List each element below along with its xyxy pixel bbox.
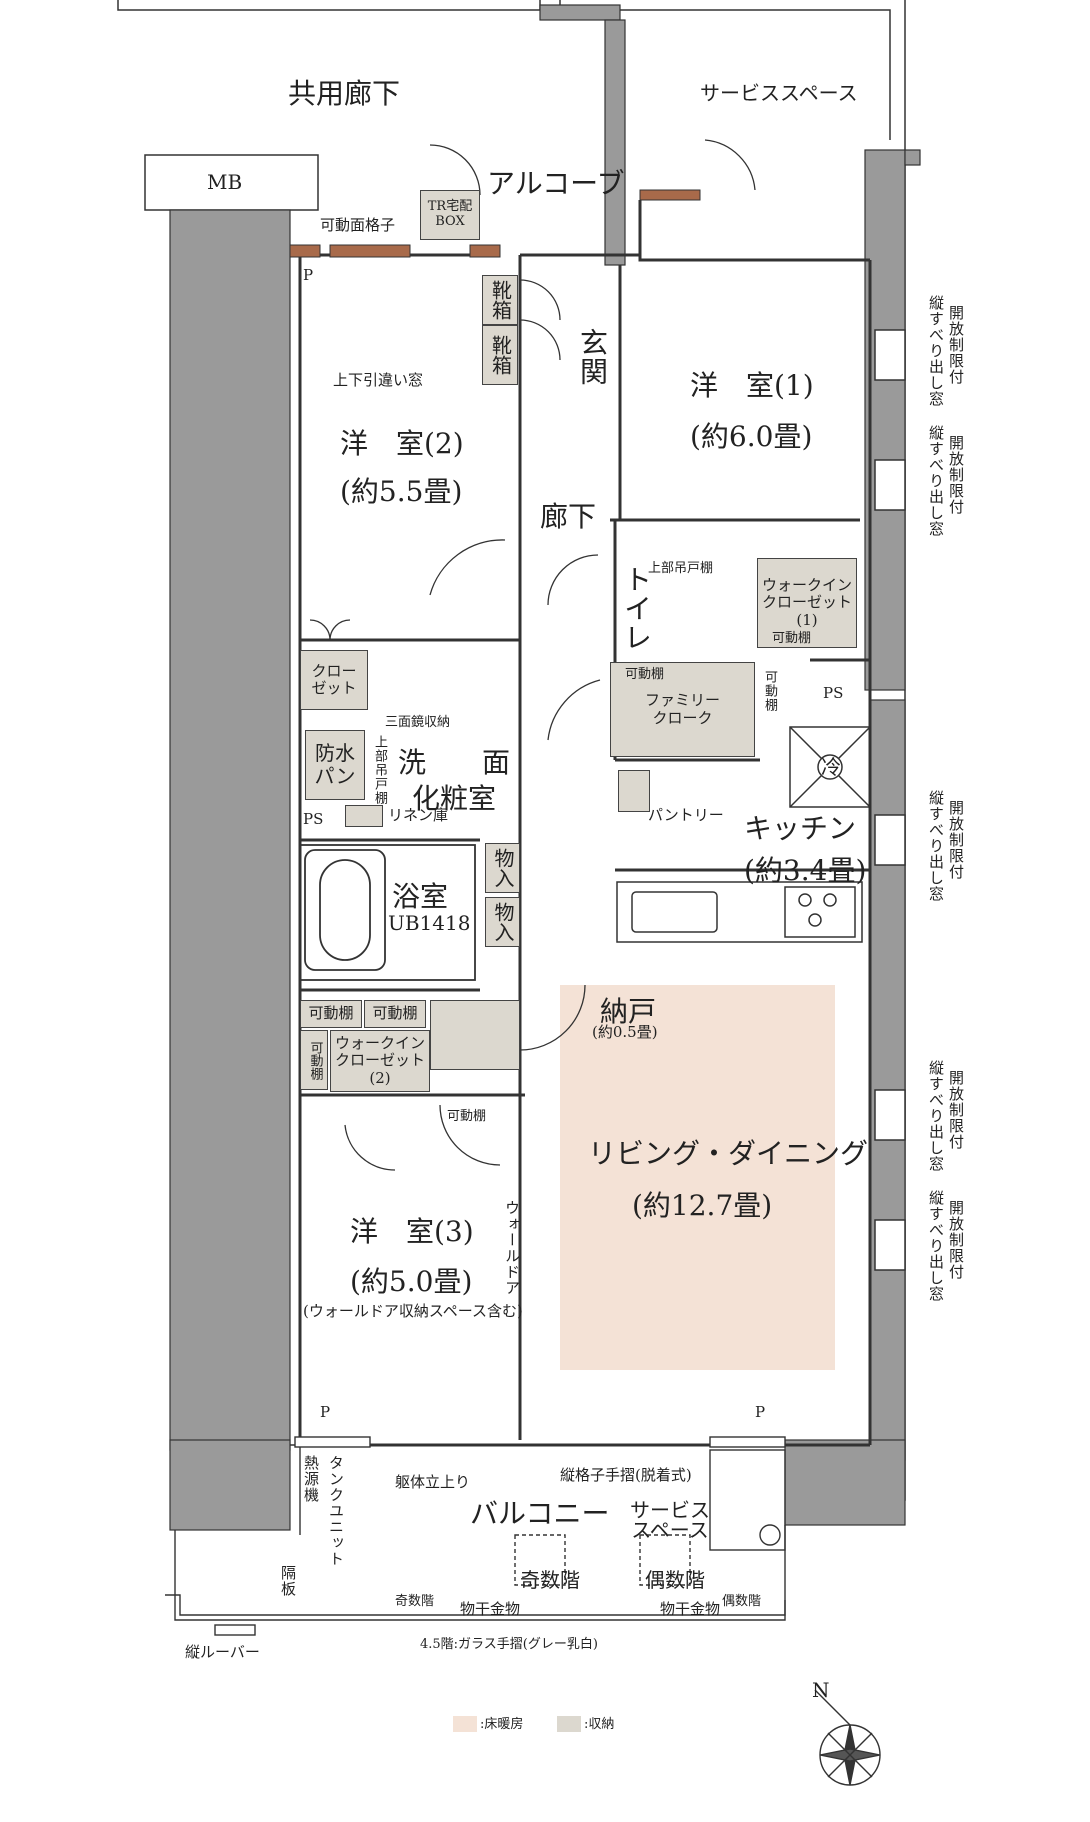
- window-open-4: 開放制限付: [947, 1070, 965, 1150]
- glass-rail-label: 4.5階:ガラス手摺(グレー乳白): [420, 1637, 598, 1652]
- storeroom-box: [430, 1000, 520, 1070]
- fridge-label: 冷: [821, 755, 841, 779]
- compass-icon: [814, 1689, 881, 1786]
- window-vert-5: 縦すべり出し窓: [927, 1190, 945, 1302]
- window-vert-1: 縦すべり出し窓: [927, 295, 945, 407]
- waterproof-pan: 防水 パン: [305, 730, 365, 800]
- washroom-label: 洗 面 化粧室: [398, 746, 511, 816]
- ps2-label: PS: [823, 684, 844, 702]
- p-label-0: P: [303, 266, 314, 284]
- legend-heating-swatch: [453, 1716, 477, 1732]
- mb-label: MB: [207, 170, 243, 194]
- vertical-rail-label: 縦格子手摺(脱着式): [560, 1466, 692, 1484]
- clothes-dryer-2: 物干金物: [660, 1600, 721, 1618]
- p-label-2: P: [755, 1403, 766, 1421]
- odd-floor-label: 奇数階: [520, 1568, 580, 1592]
- triple-mirror-label: 三面鏡収納: [385, 715, 451, 730]
- window-open-2: 開放制限付: [947, 435, 965, 515]
- movable-shelf-fc-v-label: 可動棚: [762, 670, 777, 712]
- storage-2: 物入: [485, 897, 520, 947]
- alcove-label: アルコーブ: [487, 167, 625, 200]
- service-space-bal-label: サービス スペース: [630, 1498, 710, 1542]
- legend-storage-label: :収納: [584, 1717, 615, 1732]
- bath-unit-label: UB1418: [388, 911, 471, 935]
- movable-shelf-b: 可動棚: [364, 1000, 426, 1028]
- walk-in-closet-1: ウォークイン クローゼット(1): [757, 558, 857, 648]
- room3-size: (約5.0畳): [350, 1265, 473, 1298]
- window-vert-3: 縦すべり出し窓: [927, 790, 945, 902]
- movable-shelf-fc-label: 可動棚: [625, 667, 665, 682]
- linen-label: リネン庫: [388, 806, 449, 824]
- window-vert-4: 縦すべり出し窓: [927, 1060, 945, 1172]
- room1-size: (約6.0畳): [690, 420, 813, 453]
- living-size: (約12.7畳): [632, 1189, 773, 1222]
- even-floor-label: 偶数階: [645, 1568, 705, 1592]
- window-vert-2: 縦すべり出し窓: [927, 425, 945, 537]
- movable-shelf-a: 可動棚: [300, 1000, 362, 1028]
- partition-label: 隔板: [279, 1565, 297, 1597]
- storeroom-size: (約0.5畳): [592, 1023, 658, 1041]
- frame-riser-label: 躯体立上り: [395, 1473, 471, 1491]
- pantry-box: [618, 770, 650, 812]
- window-open-5: 開放制限付: [947, 1200, 965, 1280]
- tank-unit-label: タンクユニット: [327, 1455, 345, 1567]
- family-cloak: ファミリー クローク: [610, 662, 755, 757]
- movable-shelf-c: 可動棚: [300, 1030, 328, 1090]
- room2-size: (約5.5畳): [340, 475, 463, 508]
- pantry-label: パントリー: [648, 806, 724, 824]
- even-floor-small-label: 偶数階: [722, 1594, 762, 1609]
- north-label: N: [812, 1678, 830, 1702]
- wall-door-label: ウォールドア: [503, 1200, 521, 1296]
- clothes-dryer-1: 物干金物: [460, 1600, 521, 1618]
- movable-shelf1-label: 可動棚: [772, 631, 812, 646]
- room2-label: 洋 室(2): [340, 427, 464, 460]
- shared-corridor-label: 共用廊下: [288, 77, 401, 110]
- p-label-1: P: [320, 1403, 331, 1421]
- window-open-1: 開放制限付: [947, 305, 965, 385]
- floor-heating-area: [560, 985, 835, 1370]
- upper-cab-vert-label: 上部吊戸棚: [372, 735, 387, 805]
- heat-source-label: 熱源機: [302, 1455, 320, 1503]
- storage-1: 物入: [485, 843, 520, 893]
- entrance-label: 玄関: [576, 328, 609, 386]
- movable-grille-label: 可動面格子: [320, 216, 396, 234]
- storeroom-label: 納戸: [600, 995, 657, 1028]
- shoe-box-2: 靴箱: [482, 325, 518, 385]
- updown-window-label: 上下引違い窓: [333, 371, 424, 389]
- service-space-top-label: サービススペース: [700, 81, 858, 105]
- kitchen-size: (約3.4畳): [744, 854, 867, 887]
- ps1-label: PS: [303, 810, 324, 828]
- window-open-3: 開放制限付: [947, 800, 965, 880]
- hallway-label: 廊下: [540, 500, 597, 533]
- upper-cabinet-label: 上部吊戸棚: [648, 561, 714, 576]
- kitchen-label: キッチン: [744, 812, 857, 845]
- room3-label: 洋 室(3): [350, 1215, 474, 1248]
- odd-floor-small-label: 奇数階: [395, 1594, 435, 1609]
- legend-storage-swatch: [557, 1716, 581, 1732]
- louver-label: 縦ルーバー: [185, 1643, 260, 1661]
- walk-in-closet-2: ウォークイン クローゼット (2): [330, 1030, 430, 1092]
- room1-label: 洋 室(1): [690, 369, 814, 402]
- linen-box: [345, 805, 383, 827]
- movable-shelf2-label: 可動棚: [447, 1109, 487, 1124]
- legend-heating-label: :床暖房: [480, 1717, 524, 1732]
- balcony-label: バルコニー: [470, 1497, 610, 1530]
- toilet-label: トイレ: [620, 565, 653, 652]
- bath-label: 浴室: [392, 880, 449, 913]
- closet: クロー ゼット: [300, 650, 368, 710]
- room3-note: (ウォールドア収納スペース含む): [303, 1302, 523, 1320]
- living-label: リビング・ダイニング: [588, 1137, 869, 1170]
- shoe-box-1: 靴箱: [482, 275, 518, 325]
